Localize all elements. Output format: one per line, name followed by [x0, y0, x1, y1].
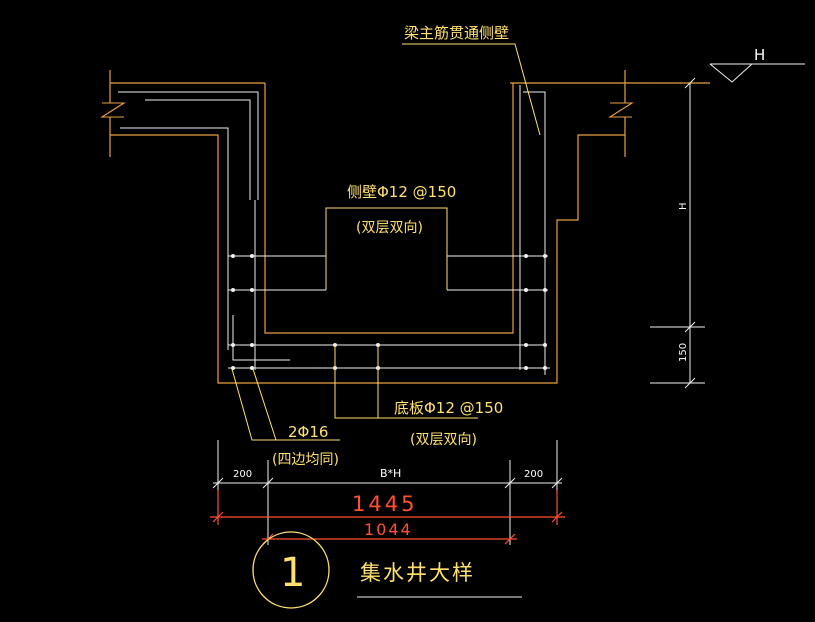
level-mark-label: H: [754, 46, 765, 64]
pit-inner-wall: [264, 83, 514, 334]
slab-bar-left-2: [145, 99, 251, 200]
vdim-tick-mid: [684, 321, 696, 333]
level-symbol: [709, 63, 754, 83]
detail-number-circle: [252, 531, 330, 609]
rebar-dot: [543, 254, 547, 258]
red-dimension-lines: [210, 490, 565, 545]
dim-total-label: 1445: [352, 492, 417, 516]
rebar-dot: [524, 343, 528, 347]
bottom-hook-left: [232, 315, 290, 361]
bottom-slab-leader: [334, 345, 379, 419]
rebar-dot: [524, 254, 528, 258]
wall-bar-right-1: [523, 91, 546, 375]
corner-bars-label: 2Φ16: [288, 423, 328, 441]
bottom-slab-sub-label: (双层双向): [410, 432, 477, 448]
vdim-tick-bot: [684, 377, 696, 389]
corner-bars-leader-2: [252, 368, 277, 441]
dim-middle-label: B*H: [380, 467, 401, 480]
vdim-tick-top: [684, 77, 696, 89]
hdim-tick-c: [504, 477, 516, 489]
pit-structure: [109, 70, 710, 384]
hdim-tick-a: [212, 477, 224, 489]
rebar-dot: [543, 366, 547, 370]
dim-right-label: 200: [524, 469, 543, 480]
detail-number-label: 1: [280, 550, 305, 596]
corner-bars-leader-1: [231, 368, 340, 441]
rebar-dot: [543, 288, 547, 292]
beam-note-leader: [402, 43, 541, 136]
break-symbols: [100, 102, 634, 118]
rebar-dot: [524, 366, 528, 370]
rebar-dot: [250, 288, 254, 292]
right-break-symbol: [608, 102, 634, 118]
left-break-symbol: [100, 102, 126, 118]
rebar-dot: [250, 254, 254, 258]
bottom-dim-label: 150: [678, 343, 689, 362]
corner-bars-sub-label: (四边均同): [272, 452, 339, 468]
rebar-dot: [231, 343, 235, 347]
depth-dim-label: H: [678, 202, 689, 210]
detail-title-label: 集水井大样: [360, 561, 475, 585]
slab-bar-left-3: [120, 127, 229, 350]
dim-left-label: 200: [233, 469, 252, 480]
rebar-dot: [543, 343, 547, 347]
rebar-dot: [250, 343, 254, 347]
dimension-lines: [212, 63, 805, 598]
side-wall-sub-label: (双层双向): [356, 220, 423, 236]
slab-bar-left-1: [118, 91, 259, 200]
hdim-inner-tick-r: [504, 533, 516, 545]
rebar-lines: [118, 85, 550, 375]
annotation-text: 梁主筋贯通侧壁 H H 150 侧壁Φ12 @150 (双层双向) 底板Φ12 …: [233, 24, 765, 596]
beam-note-label: 梁主筋贯通侧壁: [404, 24, 509, 42]
leader-lines: [231, 43, 541, 441]
rebar-dot: [231, 288, 235, 292]
side-wall-label: 侧壁Φ12 @150: [347, 183, 456, 201]
rebar-dot: [524, 288, 528, 292]
hdim-tick-d: [551, 477, 563, 489]
rebar-dot: [231, 254, 235, 258]
dim-inner-label: 1044: [364, 520, 413, 539]
hdim-tick-b: [262, 477, 274, 489]
rebar-dots: [231, 254, 547, 370]
bottom-slab-label: 底板Φ12 @150: [394, 399, 503, 417]
left-slab-bottom: [110, 134, 625, 384]
side-wall-leader: [325, 207, 448, 290]
